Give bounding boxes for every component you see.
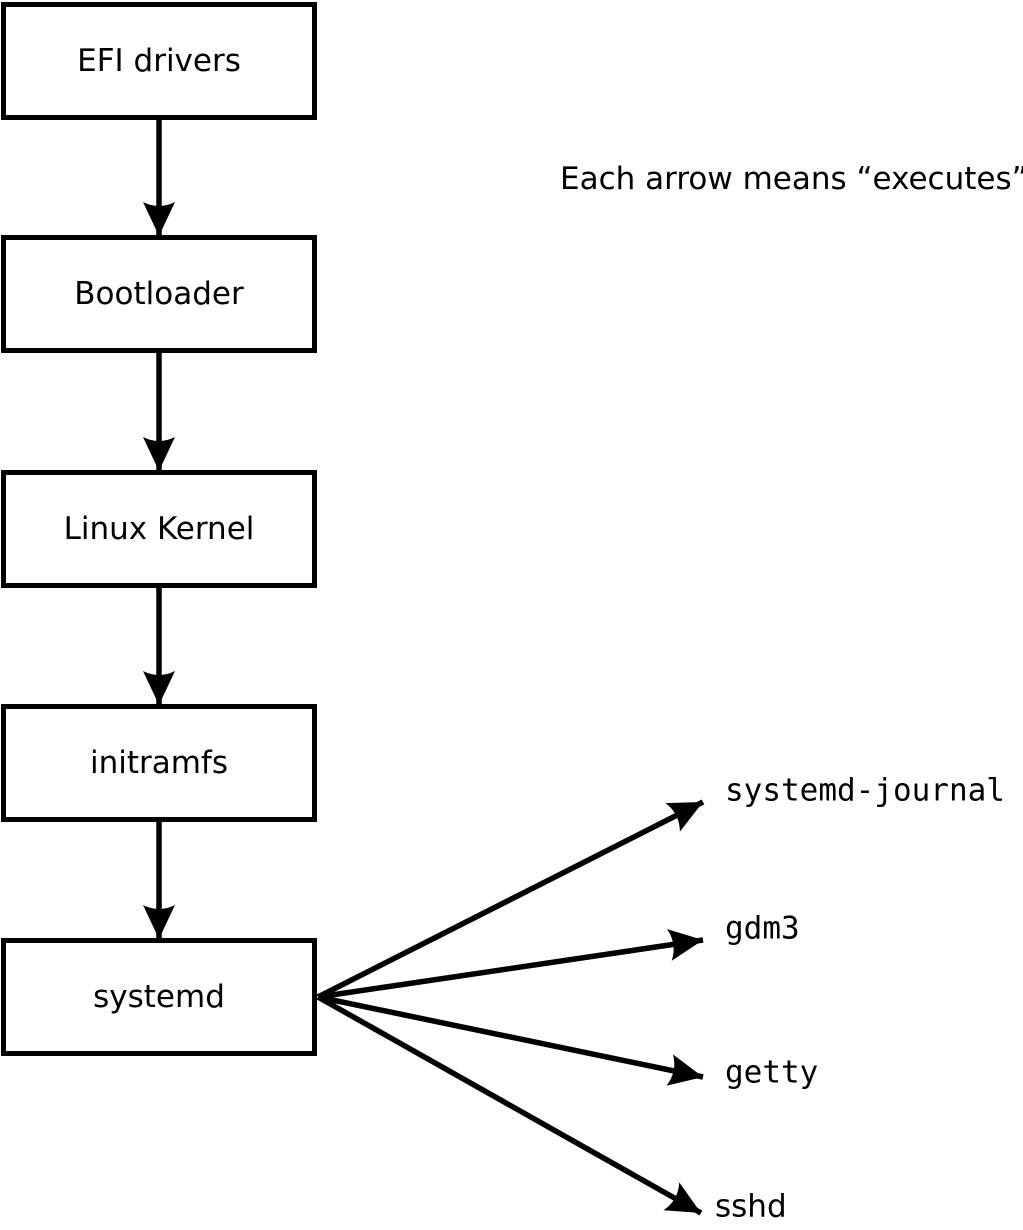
- node-bootloader: Bootloader: [1, 235, 317, 353]
- arrow-systemd-to-gdm3: [317, 929, 704, 1000]
- node-efi-drivers-label: EFI drivers: [77, 42, 241, 79]
- caption-arrow-meaning: Each arrow means “executes”.: [560, 161, 1023, 197]
- label-gdm3: gdm3: [725, 910, 800, 947]
- node-efi-drivers: EFI drivers: [1, 2, 317, 120]
- node-systemd-label: systemd: [93, 978, 225, 1015]
- label-systemd-journal: systemd-journal: [725, 772, 1005, 809]
- label-getty: getty: [725, 1054, 819, 1091]
- label-sshd: sshd: [715, 1188, 787, 1225]
- node-systemd: systemd: [1, 938, 317, 1056]
- arrow-systemd-to-getty: [317, 994, 704, 1086]
- node-linux-kernel-label: Linux Kernel: [63, 510, 255, 547]
- node-initramfs-label: initramfs: [89, 744, 229, 781]
- arrow-systemd-to-systemd-journal: [316, 799, 705, 1000]
- node-initramfs: initramfs: [1, 704, 317, 822]
- arrow-systemd-to-sshd: [316, 994, 703, 1216]
- node-bootloader-label: Bootloader: [74, 275, 244, 312]
- node-linux-kernel: Linux Kernel: [1, 470, 317, 588]
